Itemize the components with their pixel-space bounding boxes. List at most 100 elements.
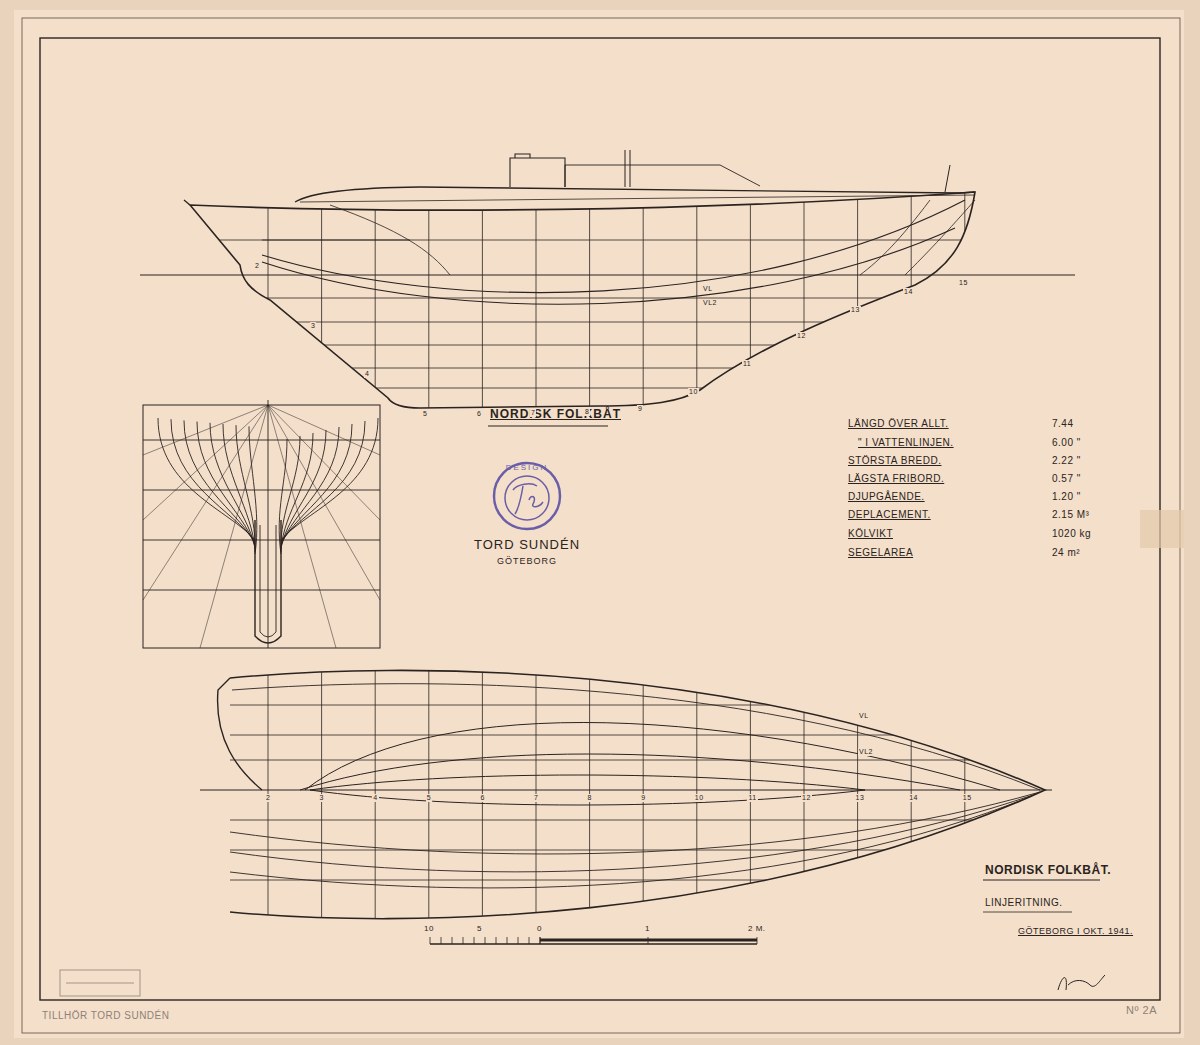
scale-tick xyxy=(452,937,453,944)
buttock-lines xyxy=(262,200,965,304)
scale-tick xyxy=(540,937,541,944)
station-number: 10 xyxy=(688,388,699,396)
ownership-note: TILLHÖR TORD SUNDÉN xyxy=(42,1010,169,1022)
stamp-inner-ring xyxy=(505,476,549,520)
diagonal xyxy=(268,405,336,648)
station-line xyxy=(536,150,537,420)
waterline-grid xyxy=(150,298,1000,299)
buttock-grid xyxy=(200,735,1050,736)
design-stamp: DESIGNTORD SUNDÉNGÖTEBORG xyxy=(467,458,587,570)
scale-tick xyxy=(496,937,497,944)
stamp-ring xyxy=(494,463,560,529)
scale-tick xyxy=(463,937,464,944)
line-name: VL2 xyxy=(702,299,718,307)
section-curve xyxy=(281,427,339,546)
stamp-signature xyxy=(513,484,543,514)
station-number: 7 xyxy=(533,794,539,802)
diagonal xyxy=(143,405,268,600)
deck-line xyxy=(184,187,975,205)
station-line xyxy=(375,150,376,420)
section-curve xyxy=(279,439,287,554)
station-number: 9 xyxy=(637,405,643,413)
station-number: 14 xyxy=(903,288,914,296)
fin-keel xyxy=(255,520,281,643)
hatch xyxy=(510,154,565,187)
designer-city: GÖTEBORG xyxy=(467,556,587,566)
title-rule xyxy=(488,426,608,427)
station-number: 13 xyxy=(850,306,861,314)
spec-value: 1.20 " xyxy=(1052,491,1081,503)
spec-name: LÄNGD ÖVER ALLT. xyxy=(848,418,949,430)
scale-tick xyxy=(474,937,475,944)
station-number: 8 xyxy=(587,794,593,802)
station-number: 5 xyxy=(426,794,432,802)
scale-bar xyxy=(430,940,757,944)
station-number: 2 xyxy=(254,262,260,270)
station-number: 11 xyxy=(742,360,752,368)
station-line xyxy=(428,150,429,420)
body-waterline xyxy=(143,540,380,541)
sheet-number: Nº 2A xyxy=(1126,1004,1157,1017)
sheer-line xyxy=(300,195,975,202)
station-number: 7 xyxy=(530,409,536,417)
waterline-grid xyxy=(150,345,1000,346)
spec-name: DJUPGÅENDE. xyxy=(848,491,925,503)
spec-name: " I VATTENLINJEN. xyxy=(858,437,954,449)
cabin-top xyxy=(565,165,760,187)
buttock-grid xyxy=(200,705,1050,706)
centre-line xyxy=(268,400,269,648)
spec-value: 0.57 " xyxy=(1052,473,1081,485)
station-line xyxy=(857,150,858,420)
date-place: GÖTEBORG I OKT. 1941. xyxy=(1018,926,1133,936)
waterline-grid xyxy=(150,368,1000,369)
paper-sheet xyxy=(14,10,1184,1038)
buttocks-plan xyxy=(230,792,1040,888)
spec-value: 24 m² xyxy=(1052,547,1080,559)
station-number: 6 xyxy=(479,794,485,802)
scale-tick xyxy=(648,937,649,944)
diagonal xyxy=(200,405,268,648)
station-number: 9 xyxy=(640,794,646,802)
body-plan xyxy=(143,400,380,648)
archive-stamp xyxy=(60,970,140,996)
subtitle-rule xyxy=(983,912,1072,913)
station-number: 10 xyxy=(694,794,705,802)
scale-tick xyxy=(507,937,508,944)
waterline-grid xyxy=(150,388,1000,389)
station-number: 11 xyxy=(747,794,757,802)
scale-tick xyxy=(441,937,442,944)
spec-name: LÄGSTA FRIBORD. xyxy=(848,473,944,485)
spec-name: KÖLVIKT xyxy=(848,528,893,540)
station-line xyxy=(589,150,590,420)
station-number: 12 xyxy=(801,794,812,802)
station-line xyxy=(268,150,269,420)
station-number: 8 xyxy=(584,408,590,416)
spec-value: 2.15 M³ xyxy=(1052,509,1089,521)
line-name: VL xyxy=(858,712,870,720)
designer-name: TORD SUNDÉN xyxy=(467,537,587,552)
spec-value: 2.22 " xyxy=(1052,455,1081,467)
body-waterline xyxy=(143,590,380,591)
transom xyxy=(218,678,262,790)
waterline-grid xyxy=(150,322,1000,323)
tape-mark xyxy=(1140,510,1184,548)
signature xyxy=(1058,975,1105,990)
spec-name: DEPLACEMENT. xyxy=(848,509,931,521)
station-number: 6 xyxy=(476,410,482,418)
scale-number: 10 xyxy=(424,924,434,933)
station-number: 15 xyxy=(958,279,969,287)
scale-tick xyxy=(529,937,530,944)
station-line xyxy=(804,150,805,420)
scale-tick xyxy=(540,937,541,944)
station-line xyxy=(321,150,322,420)
station-number: 3 xyxy=(310,322,316,330)
archive-stamp-rule xyxy=(66,983,134,984)
station-number: 4 xyxy=(364,370,370,378)
station-line xyxy=(911,150,912,420)
section-curve xyxy=(249,426,257,554)
plan-centre-line xyxy=(200,790,1052,791)
section-curve xyxy=(281,433,313,550)
section-curve xyxy=(223,424,255,550)
